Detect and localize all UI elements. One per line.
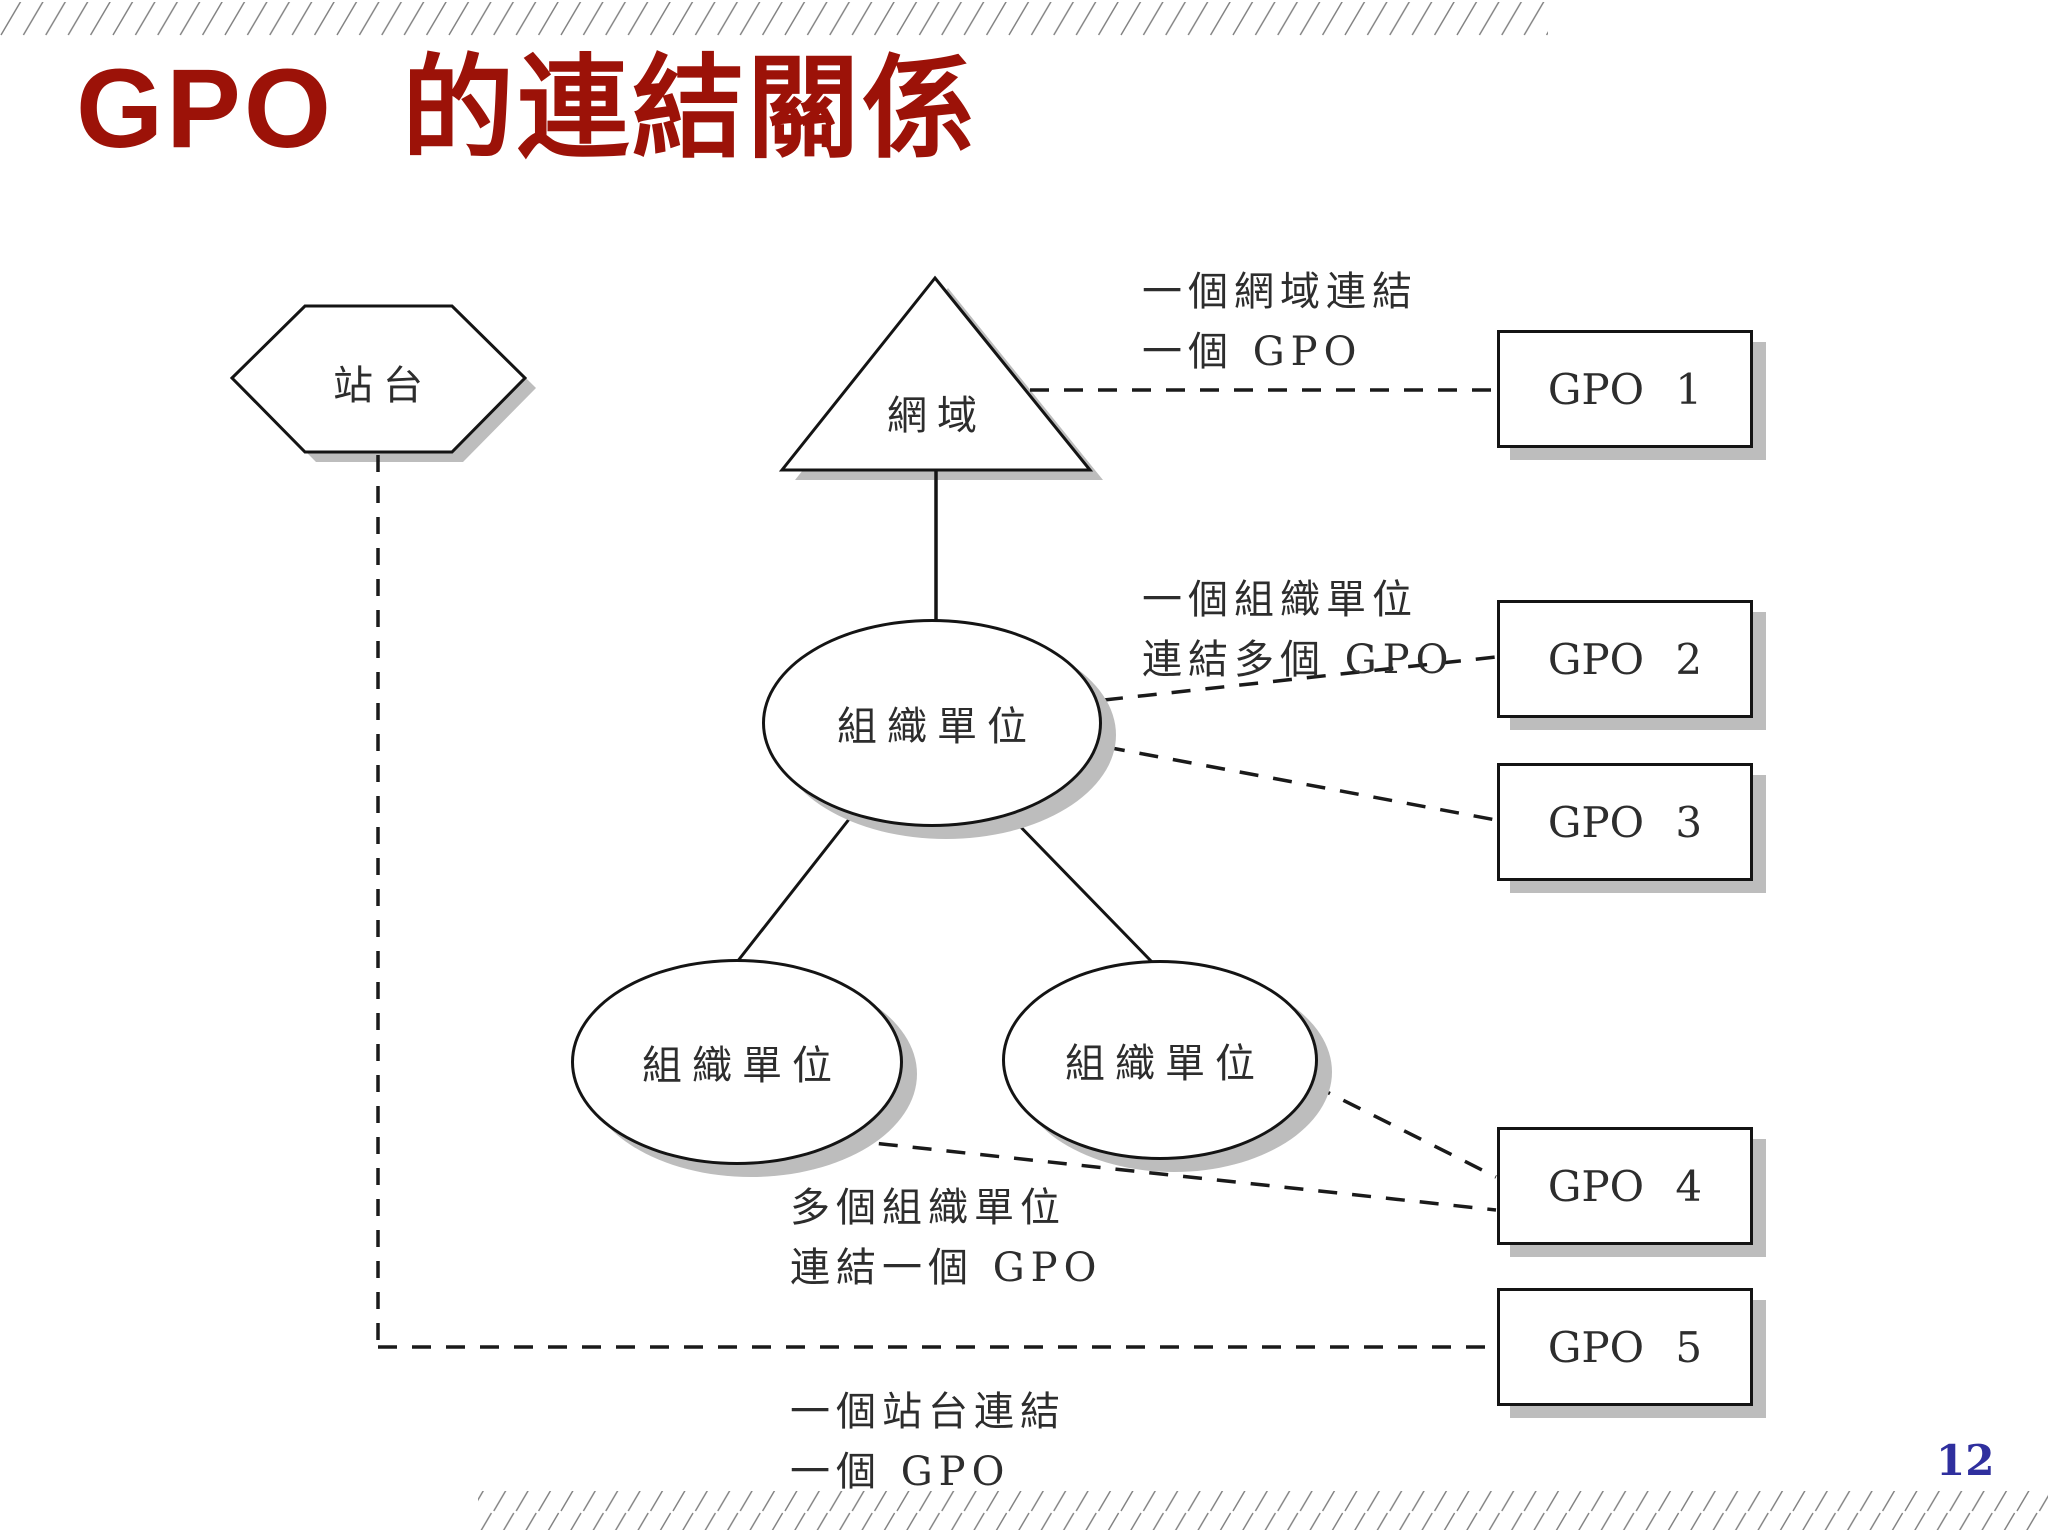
ou-right-gpo4-link xyxy=(1312,1083,1497,1179)
domain-triangle xyxy=(778,275,1094,472)
ou-right-label: 組織單位 xyxy=(1065,1041,1265,1087)
top-hatch-border xyxy=(0,2,1548,36)
annotation-line: 一個組織單位 xyxy=(1142,577,1418,623)
gpo2-box: GPO 2 xyxy=(1497,600,1753,718)
gpo4-label: GPO 4 xyxy=(1547,1161,1703,1211)
annotation-multi-ou-link: 多個組織單位 連結一個 GPO xyxy=(790,1178,1102,1298)
annotation-site-link: 一個站台連結 一個 GPO xyxy=(790,1382,1066,1502)
annotation-line: 一個網域連結 xyxy=(1142,269,1418,315)
gpo3-box: GPO 3 xyxy=(1497,763,1753,881)
gpo5-box: GPO 5 xyxy=(1497,1288,1753,1406)
ou-right-ellipse: 組織單位 xyxy=(1002,960,1318,1160)
annotation-line: 連結多個 GPO xyxy=(1142,637,1455,683)
gpo1-label: GPO 1 xyxy=(1547,364,1703,414)
ou-left-label: 組織單位 xyxy=(642,1043,842,1089)
annotation-line: 連結一個 GPO xyxy=(790,1245,1103,1291)
annotation-domain-link: 一個網域連結 一個 GPO xyxy=(1142,262,1418,382)
annotation-line: 一個站台連結 xyxy=(790,1389,1066,1435)
gpo1-box: GPO 1 xyxy=(1497,330,1753,448)
gpo4-box: GPO 4 xyxy=(1497,1127,1753,1245)
annotation-line: 多個組織單位 xyxy=(790,1185,1066,1231)
ou-top-right-connector xyxy=(1010,816,1154,964)
ou-top-ellipse: 組織單位 xyxy=(762,619,1102,827)
site-label: 站台 xyxy=(333,363,433,409)
page-number: 12 xyxy=(1936,1436,1995,1485)
site-hexagon xyxy=(229,304,528,454)
gpo2-label: GPO 2 xyxy=(1547,634,1703,684)
page-title: GPO 的連結關係 xyxy=(76,46,978,171)
bottom-hatch-border xyxy=(478,1491,2048,1530)
annotation-line: 一個 GPO xyxy=(1142,329,1363,375)
domain-label: 網域 xyxy=(887,393,987,439)
ou-gpo3-link xyxy=(1105,745,1497,822)
ou-left-gpo4-link xyxy=(844,1138,1497,1212)
annotation-ou-multi-link: 一個組織單位 連結多個 GPO xyxy=(1142,570,1454,690)
ou-top-label: 組織單位 xyxy=(837,704,1037,750)
ou-left-ellipse: 組織單位 xyxy=(571,959,903,1165)
gpo3-label: GPO 3 xyxy=(1547,797,1703,847)
annotation-line: 一個 GPO xyxy=(790,1449,1011,1495)
ou-top-left-connector xyxy=(735,817,852,963)
gpo5-label: GPO 5 xyxy=(1547,1322,1703,1372)
